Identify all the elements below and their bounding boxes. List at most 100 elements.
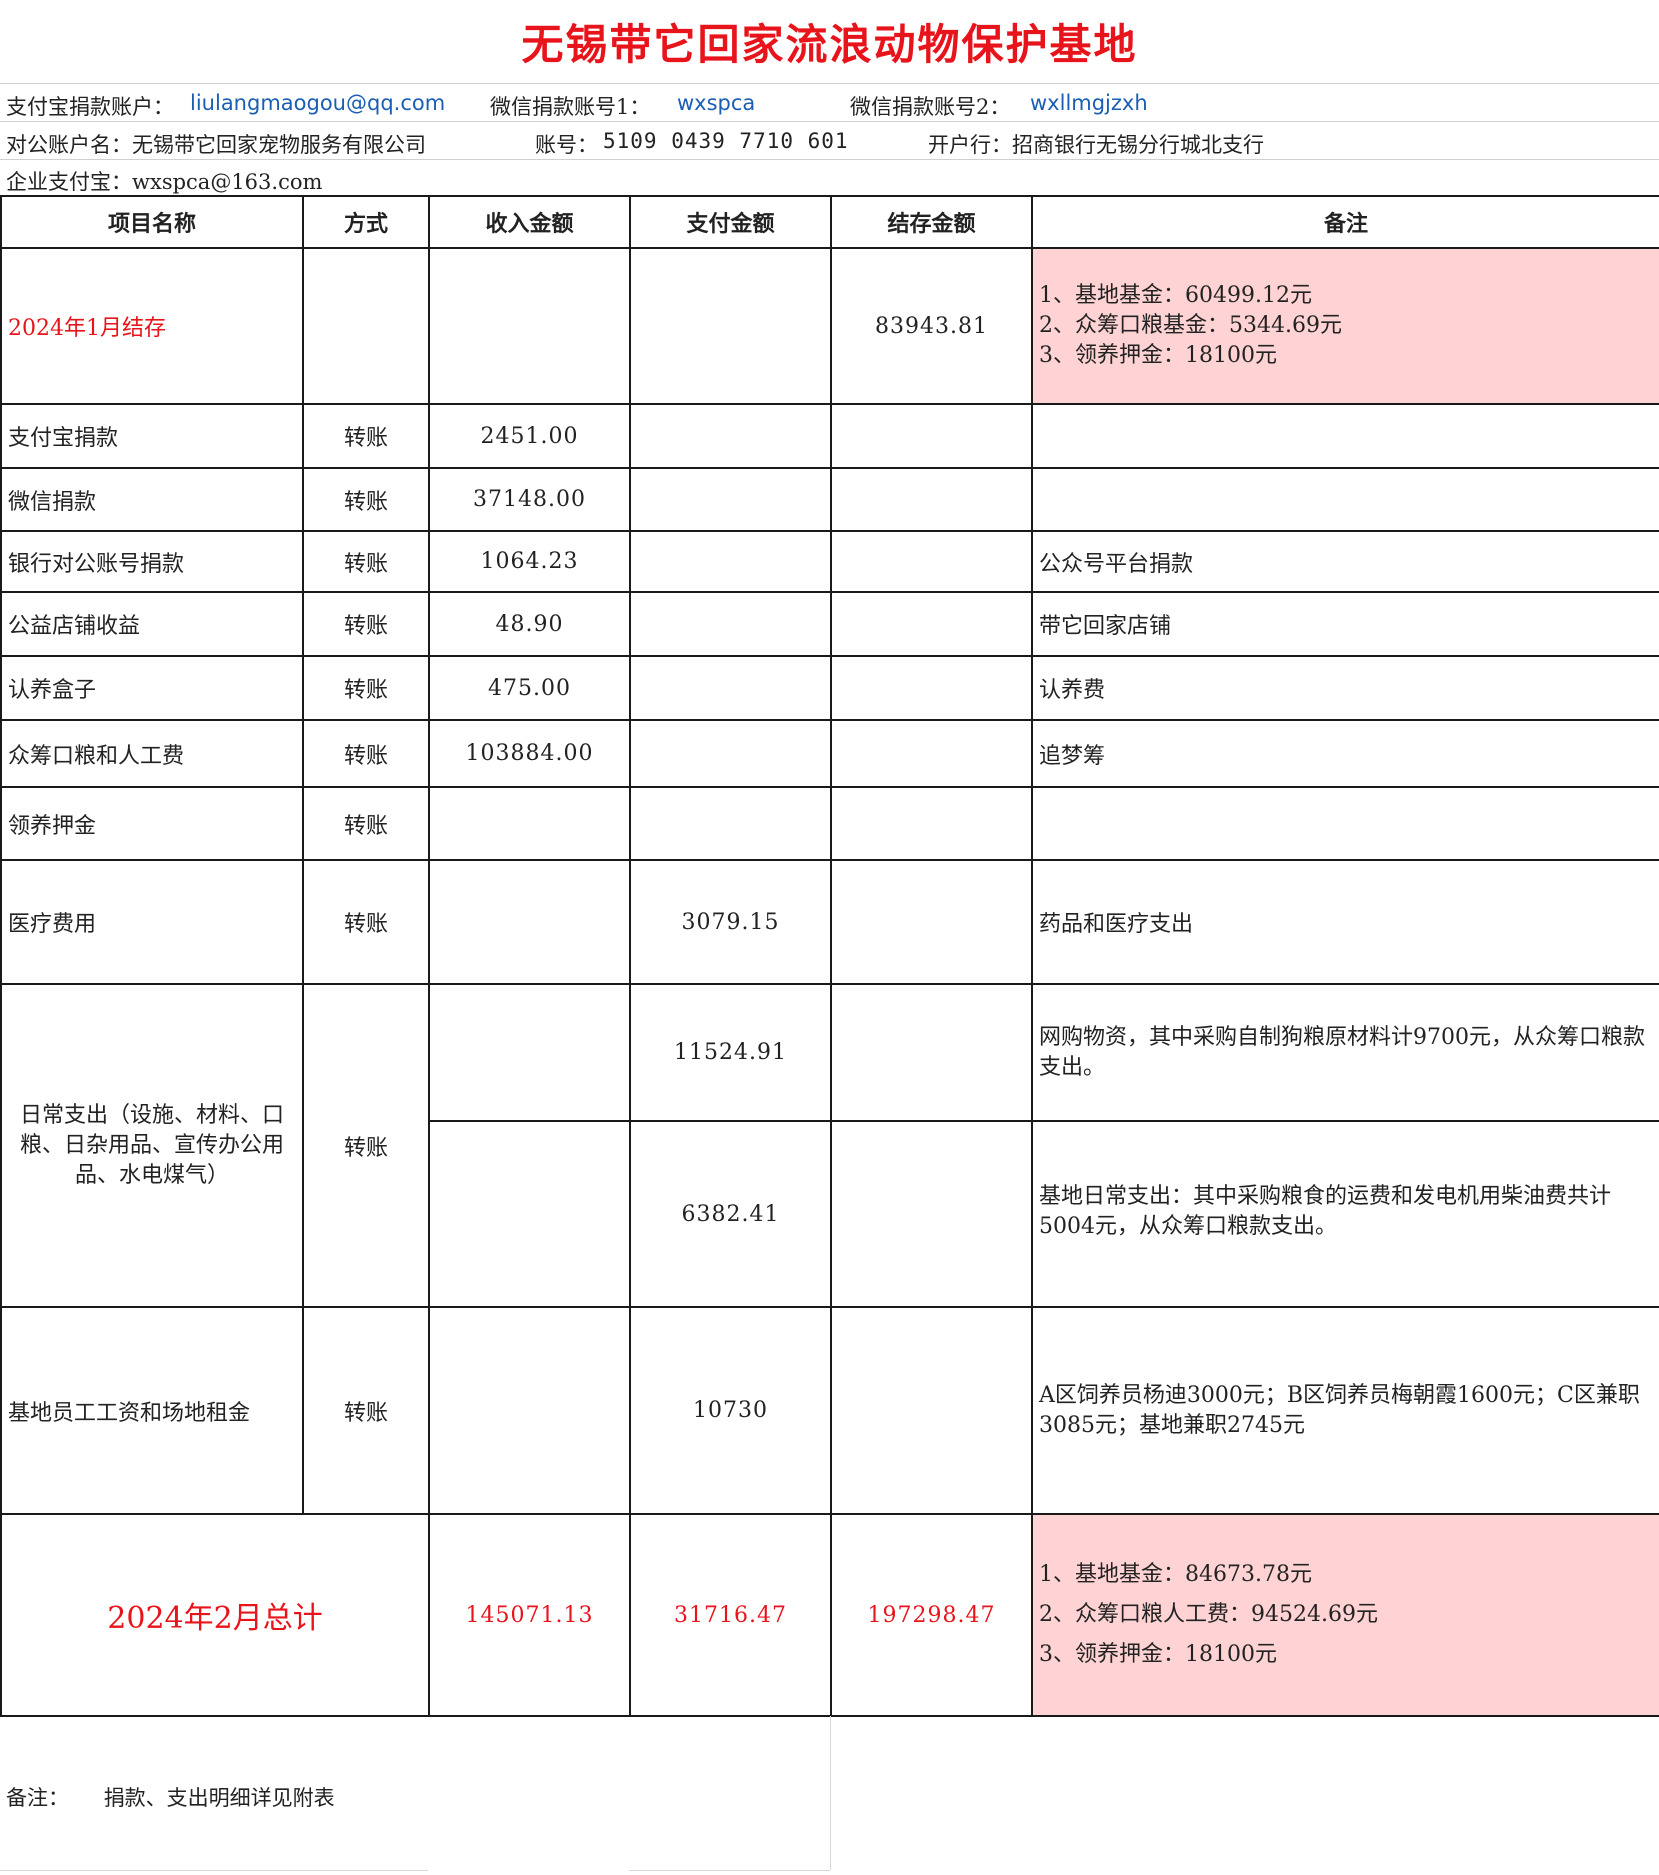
opening-notes: 1、基地基金：60499.12元 2、众筹口粮基金：5344.69元 3、领养押…	[1031, 247, 1659, 405]
header-notes: 备注	[1031, 195, 1659, 249]
row-note	[1031, 786, 1659, 861]
salary-row: 基地员工工资和场地租金 转账 10730 A区饲养员杨迪3000元；B区饲养员梅…	[0, 1306, 1659, 1515]
row-balance	[830, 719, 1033, 788]
corporate-alipay-row: 企业支付宝：wxspca@163.com	[0, 160, 1659, 195]
footer-label: 备注：	[6, 1786, 69, 1810]
corporate-account-row: 对公账户名：无锡带它回家宠物服务有限公司 账号： 5109 0439 7710 …	[0, 122, 1659, 160]
salary-note: A区饲养员杨迪3000元；B区饲养员梅朝霞1600元；C区兼职3085元；基地兼…	[1031, 1306, 1659, 1515]
corporate-alipay: 企业支付宝：wxspca@163.com	[6, 170, 323, 194]
daily-method: 转账	[302, 983, 430, 1308]
opening-note-line: 2、众筹口粮基金：5344.69元	[1039, 313, 1342, 338]
grid-line	[830, 1716, 831, 1870]
alipay-label: 支付宝捐款账户：	[6, 95, 174, 119]
row-name: 公益店铺收益	[0, 591, 304, 657]
wechat2-account: wxllmgjzxh	[1030, 91, 1148, 115]
row-balance	[830, 786, 1033, 861]
row-note	[1031, 467, 1659, 532]
header-income: 收入金额	[428, 195, 631, 249]
row-balance	[830, 655, 1033, 721]
row-note: 药品和医疗支出	[1031, 859, 1659, 985]
row-note: 追梦筹	[1031, 719, 1659, 788]
account-number-label: 账号：	[535, 133, 598, 157]
salary-payment: 10730	[629, 1306, 832, 1515]
row-payment	[629, 719, 832, 788]
row-name: 认养盒子	[0, 655, 304, 721]
daily-name: 日常支出（设施、材料、口粮、日杂用品、宣传办公用品、水电煤气）	[0, 983, 304, 1308]
table-row: 支付宝捐款 转账 2451.00	[0, 403, 1659, 469]
row-method: 转账	[302, 786, 430, 861]
header-method: 方式	[302, 195, 430, 249]
daily-balance-cell	[830, 983, 1033, 1122]
row-income: 103884.00	[428, 719, 631, 788]
wechat1-account: wxspca	[677, 91, 756, 115]
opening-note-line: 1、基地基金：60499.12元	[1039, 283, 1312, 308]
row-income: 475.00	[428, 655, 631, 721]
salary-balance-cell	[830, 1306, 1033, 1515]
table-header-row: 项目名称 方式 收入金额 支付金额 结存金额 备注	[0, 195, 1659, 249]
footer-text: 捐款、支出明细详见附表	[103, 1786, 335, 1810]
row-method: 转账	[302, 719, 430, 788]
total-note-line: 3、领养押金：18100元	[1039, 1642, 1277, 1667]
total-row: 2024年2月总计 145071.13 31716.47 197298.47 1…	[0, 1513, 1659, 1717]
row-income: 2451.00	[428, 403, 631, 469]
wechat1-label: 微信捐款账号1：	[490, 95, 651, 119]
row-payment	[629, 786, 832, 861]
opening-balance-row: 2024年1月结存 83943.81 1、基地基金：60499.12元 2、众筹…	[0, 247, 1659, 405]
daily-income-cell	[428, 983, 631, 1122]
salary-method: 转账	[302, 1306, 430, 1515]
row-payment	[629, 591, 832, 657]
table-row: 银行对公账号捐款 转账 1064.23 公众号平台捐款	[0, 530, 1659, 593]
table-row: 医疗费用 转账 3079.15 药品和医疗支出	[0, 859, 1659, 985]
row-note: 带它回家店铺	[1031, 591, 1659, 657]
row-name: 众筹口粮和人工费	[0, 719, 304, 788]
footer-note: 备注： 捐款、支出明细详见附表	[6, 1782, 363, 1812]
daily-expense-row: 日常支出（设施、材料、口粮、日杂用品、宣传办公用品、水电煤气） 转账 11524…	[0, 983, 1659, 1308]
empty-cell	[428, 247, 631, 405]
alipay-account: liulangmaogou@qq.com	[190, 91, 446, 115]
row-income: 37148.00	[428, 467, 631, 532]
ledger-table: 项目名称 方式 收入金额 支付金额 结存金额 备注 2024年1月结存 8394…	[0, 195, 1659, 1717]
total-name: 2024年2月总计	[0, 1513, 430, 1717]
row-balance	[830, 859, 1033, 985]
table-row: 公益店铺收益 转账 48.90 带它回家店铺	[0, 591, 1659, 657]
daily-payment: 6382.41	[629, 1120, 832, 1308]
daily-balance-cell	[830, 1120, 1033, 1308]
row-method: 转账	[302, 403, 430, 469]
row-income: 1064.23	[428, 530, 631, 593]
row-method: 转账	[302, 591, 430, 657]
row-balance	[830, 530, 1033, 593]
total-payment: 31716.47	[629, 1513, 832, 1717]
total-note-line: 2、众筹口粮人工费：94524.69元	[1039, 1602, 1378, 1627]
row-method: 转账	[302, 530, 430, 593]
daily-expense-row: 6382.41 基地日常支出：其中采购粮食的运费和发电机用柴油费共计5004元，…	[1, 1120, 1659, 1308]
empty-cell	[302, 247, 430, 405]
wechat2-label: 微信捐款账号2：	[850, 95, 1011, 119]
header-payment: 支付金额	[629, 195, 832, 249]
row-income: 48.90	[428, 591, 631, 657]
row-balance	[830, 591, 1033, 657]
table-row: 微信捐款 转账 37148.00	[0, 467, 1659, 532]
table-row: 众筹口粮和人工费 转账 103884.00 追梦筹	[0, 719, 1659, 788]
row-method: 转账	[302, 859, 430, 985]
row-balance	[830, 403, 1033, 469]
bank-name: 开户行：招商银行无锡分行城北支行	[928, 133, 1264, 157]
total-notes: 1、基地基金：84673.78元 2、众筹口粮人工费：94524.69元 3、领…	[1031, 1513, 1659, 1717]
row-name: 领养押金	[0, 786, 304, 861]
opening-note-line: 3、领养押金：18100元	[1039, 343, 1277, 368]
page-title: 无锡带它回家流浪动物保护基地	[0, 0, 1659, 84]
salary-name: 基地员工工资和场地租金	[0, 1306, 304, 1515]
account-number: 5109 0439 7710 601	[603, 129, 849, 153]
header-item-name: 项目名称	[0, 195, 304, 249]
total-note-line: 1、基地基金：84673.78元	[1039, 1562, 1312, 1587]
daily-payment: 11524.91	[629, 983, 832, 1122]
grid-line	[629, 1870, 830, 1871]
row-payment	[629, 467, 832, 532]
donation-accounts-row: 支付宝捐款账户： liulangmaogou@qq.com 微信捐款账号1： w…	[0, 84, 1659, 122]
daily-note: 网购物资，其中采购自制狗粮原材料计9700元，从众筹口粮款支出。	[1031, 983, 1659, 1122]
daily-note: 基地日常支出：其中采购粮食的运费和发电机用柴油费共计5004元，从众筹口粮款支出…	[1031, 1120, 1659, 1308]
row-name: 银行对公账号捐款	[0, 530, 304, 593]
row-name: 医疗费用	[0, 859, 304, 985]
grid-line	[0, 1870, 428, 1871]
total-income: 145071.13	[428, 1513, 631, 1717]
